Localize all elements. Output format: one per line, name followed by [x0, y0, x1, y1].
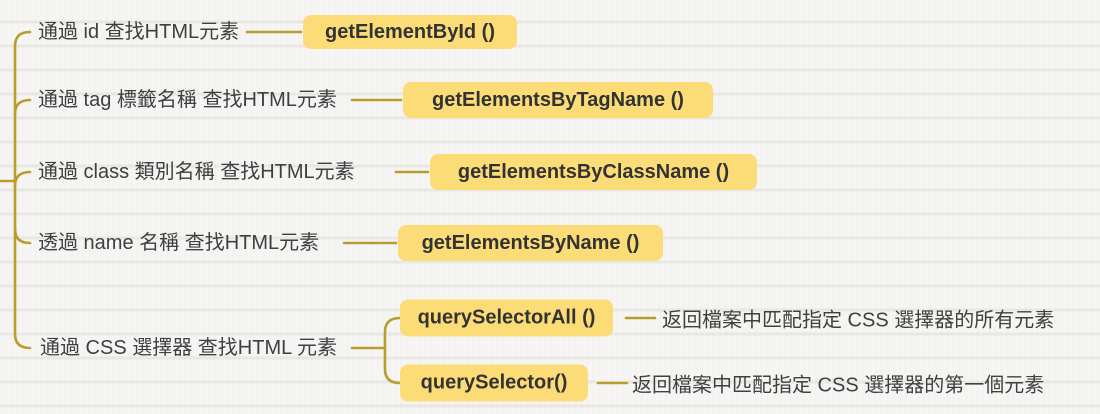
method-node-get-elements-by-name[interactable]: getElementsByName ()	[398, 225, 663, 261]
branch-curve-tag	[13, 98, 32, 116]
branch-label-css-selector[interactable]: 通過 CSS 選擇器 查找HTML 元素	[40, 337, 338, 359]
method-node-query-selector[interactable]: querySelector()	[400, 364, 588, 402]
method-node-get-element-by-id[interactable]: getElementById ()	[303, 15, 517, 49]
branch-curve-class	[13, 170, 32, 188]
css-children-bracket	[383, 316, 402, 385]
branch-label-tag[interactable]: 通過 tag 標籤名稱 查找HTML元素	[38, 89, 337, 111]
description-query-selector[interactable]: 返回檔案中匹配指定 CSS 選擇器的第一個元素	[632, 374, 1045, 397]
description-query-selector-all[interactable]: 返回檔案中匹配指定 CSS 選擇器的所有元素	[662, 309, 1055, 332]
main-spine-line	[13, 30, 32, 350]
branch-curve-name	[13, 227, 32, 245]
method-node-get-elements-by-tag-name[interactable]: getElementsByTagName ()	[403, 82, 713, 118]
method-node-query-selector-all[interactable]: querySelectorAll ()	[400, 299, 613, 337]
branch-label-class[interactable]: 通過 class 類別名稱 查找HTML元素	[38, 161, 355, 183]
branch-label-name[interactable]: 透過 name 名稱 查找HTML元素	[38, 232, 320, 254]
method-node-get-elements-by-class-name[interactable]: getElementsByClassName ()	[430, 154, 757, 190]
branch-label-id[interactable]: 通過 id 查找HTML元素	[38, 21, 240, 43]
